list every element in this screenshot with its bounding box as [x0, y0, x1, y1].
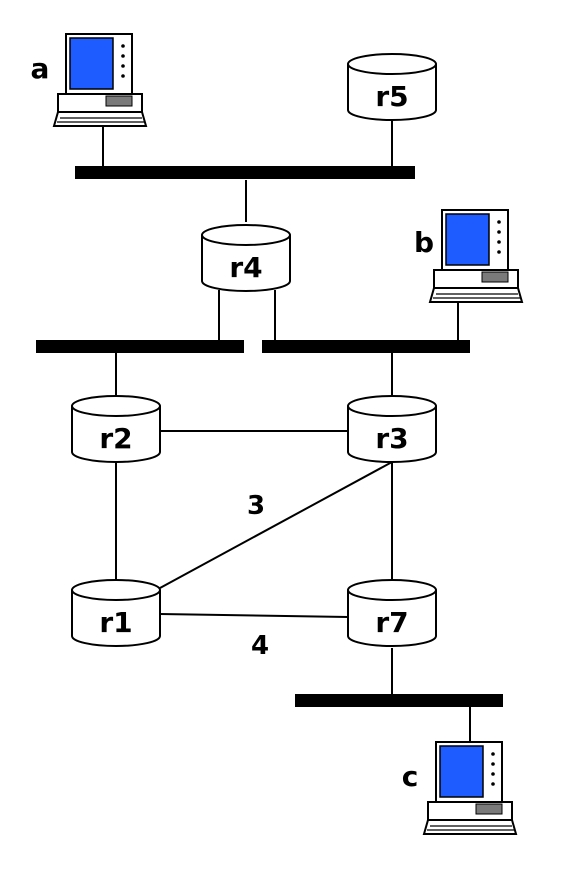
link-r1-r7 [159, 613, 349, 618]
host-a-computer-icon [53, 33, 147, 127]
host-c-computer-icon [423, 741, 517, 835]
bus-mid-left [36, 340, 244, 353]
link-weight-r1-r3: 3 [247, 491, 265, 521]
router-r2-label: r2 [99, 422, 132, 455]
host-c-label: c [402, 760, 419, 793]
router-r7-label: r7 [375, 606, 408, 639]
host-b-label: b [414, 226, 434, 259]
host-a-label: a [31, 52, 50, 85]
bus-bottom [295, 694, 503, 707]
links [102, 118, 471, 748]
bus-top [75, 166, 415, 179]
router-r3-label: r3 [375, 422, 408, 455]
router-r4-label: r4 [229, 251, 262, 284]
link-r1-r3 [159, 461, 393, 589]
host-b-computer-icon [429, 209, 523, 303]
buses [36, 166, 503, 707]
router-r5-label: r5 [375, 80, 408, 113]
bus-mid-right [262, 340, 470, 353]
link-weight-r1-r7: 4 [251, 631, 269, 661]
router-r1-label: r1 [99, 606, 132, 639]
